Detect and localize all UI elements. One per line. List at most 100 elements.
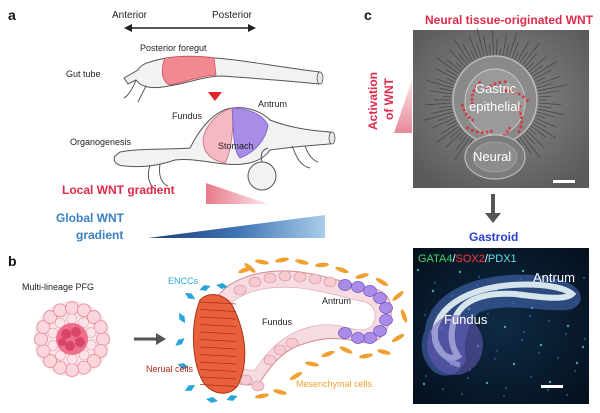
cell-protrusion bbox=[492, 30, 494, 57]
cell-protrusion bbox=[538, 90, 560, 95]
fluor-speckle bbox=[564, 332, 568, 336]
antrum-label-c: Antrum bbox=[533, 270, 575, 285]
gastric-label: Gastric bbox=[475, 81, 517, 96]
posterior-foregut-region bbox=[161, 55, 217, 86]
wnt-signal-dot bbox=[464, 112, 468, 116]
wnt-signal-dot bbox=[471, 118, 475, 122]
cell-protrusion bbox=[470, 50, 477, 61]
encc-cell bbox=[177, 363, 189, 369]
fluor-speckle bbox=[582, 276, 586, 280]
neural-cell-stripe bbox=[199, 301, 237, 305]
cell-protrusion bbox=[445, 130, 464, 148]
pfg-inner-cell bbox=[66, 353, 78, 365]
neural-cell-stripe bbox=[199, 384, 237, 387]
cell-protrusion bbox=[533, 120, 547, 128]
cell-protrusion bbox=[521, 134, 541, 158]
fluor-speckle bbox=[424, 374, 428, 378]
pfg-inner-cell bbox=[54, 317, 66, 329]
wnt-signal-dot bbox=[517, 130, 521, 134]
pfg-outer-cell bbox=[93, 343, 108, 358]
pfg-outer-cell bbox=[36, 320, 51, 335]
epithelial-cell bbox=[251, 380, 265, 392]
cell-protrusion bbox=[524, 52, 538, 68]
epithelial-cell bbox=[285, 337, 299, 349]
fluor-speckle bbox=[485, 381, 489, 385]
cell-protrusion bbox=[431, 108, 453, 114]
fluor-speckle bbox=[539, 343, 543, 347]
cell-protrusion bbox=[505, 44, 510, 58]
fluor-speckle bbox=[484, 320, 488, 324]
wnt-signal-dot bbox=[489, 84, 493, 88]
fluor-speckle bbox=[529, 375, 533, 379]
pfg-outer-cell bbox=[53, 360, 68, 375]
mesenchymal-cell bbox=[355, 273, 369, 279]
wnt-signal-dot bbox=[513, 90, 517, 94]
fundus-region bbox=[202, 107, 234, 164]
neural-cell-stripe bbox=[199, 376, 237, 380]
mesenchymal-cell bbox=[295, 259, 309, 265]
cell-protrusion bbox=[488, 44, 491, 57]
mesenchymal-cell bbox=[305, 361, 319, 367]
cell-protrusion bbox=[439, 105, 452, 109]
fluor-speckle bbox=[422, 382, 426, 386]
panel-a-letter: a bbox=[8, 7, 16, 23]
cell-protrusion bbox=[443, 96, 452, 98]
stain-legend: GATA4/SOX2/PDX1 bbox=[418, 254, 517, 265]
cell-protrusion bbox=[537, 83, 553, 89]
neural-label: Neural bbox=[473, 149, 512, 164]
stain-separator-2: / bbox=[484, 253, 488, 265]
antrum-cell bbox=[338, 327, 352, 339]
cell-protrusion bbox=[458, 53, 469, 66]
brightfield-image bbox=[413, 28, 589, 188]
mesenchymal-cell bbox=[359, 353, 373, 359]
cell-protrusion bbox=[526, 62, 535, 70]
wnt-signal-dot bbox=[465, 126, 469, 130]
cell-protrusion bbox=[533, 69, 552, 80]
wnt-signal-dot bbox=[470, 101, 474, 105]
encc-cell bbox=[179, 312, 185, 324]
epithelial-cell bbox=[273, 344, 287, 356]
pfg-outer-cell bbox=[53, 303, 68, 318]
antrum-region bbox=[231, 107, 269, 159]
sox2-label: SOX2 bbox=[455, 253, 485, 265]
scale-bar-top bbox=[553, 180, 575, 183]
epithelial-cell bbox=[308, 273, 322, 285]
mesenchymal-cell bbox=[255, 259, 269, 265]
antrum-cell bbox=[363, 332, 377, 344]
pfg-outer-cell bbox=[43, 310, 57, 324]
gastroid-label: Gastroid bbox=[469, 230, 519, 244]
epithelial-cell bbox=[278, 270, 292, 282]
antrum-cell bbox=[351, 281, 365, 293]
cell-protrusion bbox=[476, 42, 482, 59]
mesenchymal-cell bbox=[391, 334, 405, 342]
wnt-signal-dot bbox=[503, 80, 507, 84]
cell-protrusion bbox=[513, 52, 519, 61]
to-gastroid-arrow bbox=[485, 213, 501, 223]
cell-protrusion bbox=[455, 62, 464, 70]
cell-protrusion bbox=[532, 61, 558, 77]
cell-protrusion bbox=[530, 65, 543, 75]
fluor-speckle bbox=[504, 386, 508, 390]
panel-c-letter: c bbox=[364, 7, 372, 23]
pfg-outer-cell bbox=[87, 354, 101, 368]
organogenesis-label: Organogenesis bbox=[70, 137, 132, 147]
cell-protrusion bbox=[446, 120, 457, 127]
epithelial-cell bbox=[263, 272, 277, 284]
cell-protrusion bbox=[538, 95, 551, 98]
cell-protrusion bbox=[496, 39, 498, 57]
encc-cell bbox=[184, 385, 196, 391]
fundus-region-fluor bbox=[427, 315, 483, 375]
local-wnt-gradient bbox=[206, 183, 268, 204]
fundus-label-c: Fundus bbox=[444, 312, 488, 327]
stain-separator-1: / bbox=[452, 253, 456, 265]
wnt-signal-dot bbox=[520, 120, 524, 124]
anterior-label: Anterior bbox=[112, 10, 148, 21]
cell-protrusion bbox=[436, 78, 454, 86]
activation-label-2: of WNT bbox=[382, 78, 396, 120]
cell-protrusion bbox=[454, 136, 471, 160]
global-wnt-gradient bbox=[148, 215, 325, 238]
cell-protrusion bbox=[535, 77, 546, 83]
neural-cell-stripe bbox=[199, 361, 237, 365]
cell-protrusion bbox=[538, 105, 552, 109]
pfg-outer-cell bbox=[93, 320, 108, 335]
